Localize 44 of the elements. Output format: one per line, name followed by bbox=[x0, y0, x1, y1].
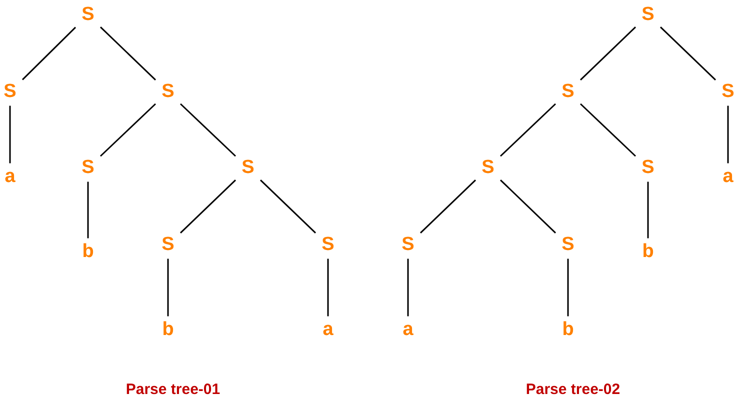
tree-symbol: S bbox=[318, 234, 338, 256]
tree-edge bbox=[180, 103, 236, 157]
tree-edge bbox=[100, 26, 156, 81]
tree-edge bbox=[647, 182, 649, 238]
tree-edge bbox=[420, 179, 476, 234]
tree-edge bbox=[180, 179, 236, 234]
tree-symbol: S bbox=[478, 157, 498, 179]
tree-edge bbox=[500, 179, 556, 234]
tree-symbol: a bbox=[0, 166, 20, 188]
tree-caption: Parse tree-01 bbox=[124, 381, 222, 398]
tree-symbol: S bbox=[78, 4, 98, 26]
tree-symbol: S bbox=[638, 157, 658, 179]
tree-symbol: S bbox=[398, 234, 418, 256]
tree-symbol: b bbox=[158, 319, 178, 341]
tree-symbol: a bbox=[718, 166, 738, 188]
tree-edge bbox=[327, 258, 329, 316]
tree-symbol: a bbox=[318, 319, 338, 341]
tree-edge bbox=[22, 26, 76, 80]
tree-edge bbox=[660, 26, 716, 81]
tree-caption: Parse tree-02 bbox=[524, 381, 622, 398]
tree-edge bbox=[87, 182, 89, 238]
tree-edge bbox=[167, 258, 169, 316]
tree-edge bbox=[9, 106, 11, 164]
tree-symbol: a bbox=[398, 319, 418, 341]
tree-symbol: S bbox=[0, 81, 20, 103]
tree-edge bbox=[500, 103, 556, 157]
tree-edge bbox=[100, 103, 156, 157]
tree-symbol: b bbox=[78, 241, 98, 263]
tree-symbol: b bbox=[638, 241, 658, 263]
tree-edge bbox=[580, 26, 636, 81]
tree-edge bbox=[260, 179, 316, 234]
tree-symbol: S bbox=[78, 157, 98, 179]
tree-edge bbox=[727, 106, 729, 164]
tree-symbol: S bbox=[558, 234, 578, 256]
tree-edge bbox=[580, 103, 636, 157]
tree-symbol: S bbox=[558, 81, 578, 103]
tree-symbol: S bbox=[638, 4, 658, 26]
tree-symbol: b bbox=[558, 319, 578, 341]
tree-symbol: S bbox=[158, 234, 178, 256]
tree-edge bbox=[567, 258, 569, 316]
tree-symbol: S bbox=[158, 81, 178, 103]
tree-symbol: S bbox=[718, 81, 738, 103]
tree-edge bbox=[407, 258, 409, 316]
tree-symbol: S bbox=[238, 157, 258, 179]
